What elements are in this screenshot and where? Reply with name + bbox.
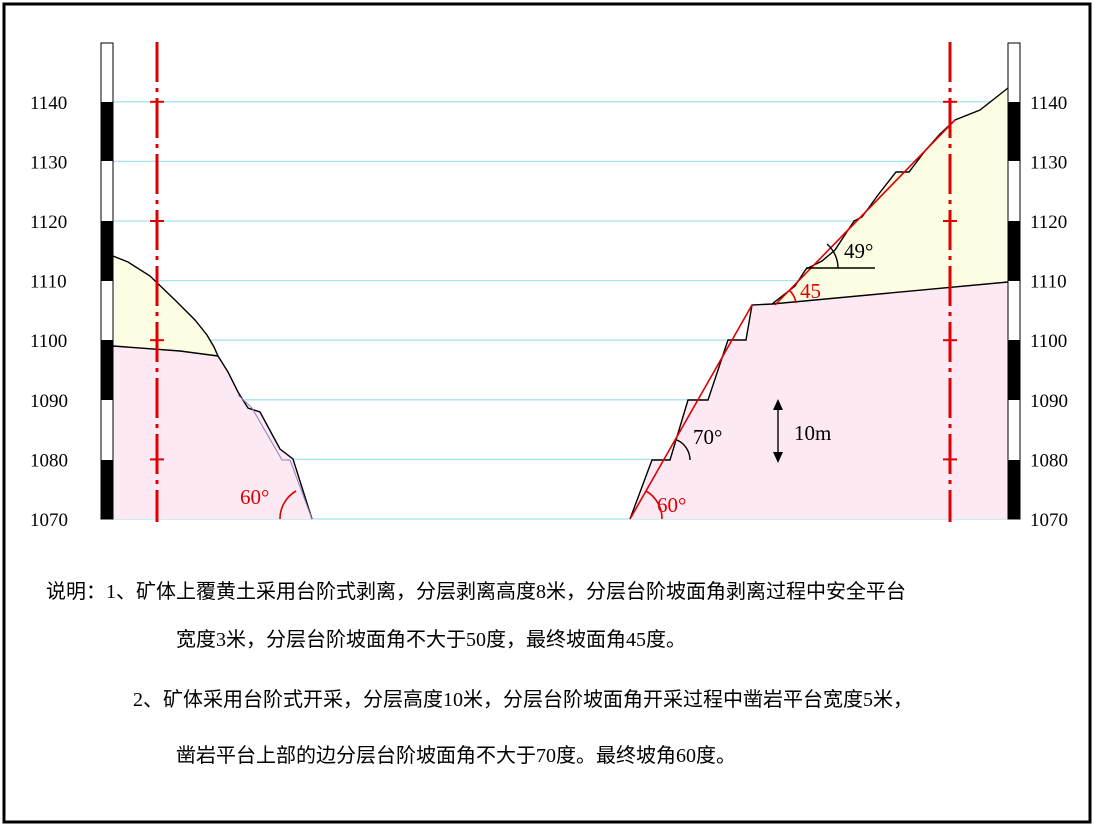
left-tick-label: 1130 [30, 152, 67, 173]
right-loess-rock-boundary [771, 281, 1009, 305]
left-tick-label: 1070 [30, 510, 68, 531]
right-49-angle-arc [826, 243, 839, 269]
left-tick-label: 1140 [30, 93, 67, 114]
right-final-slope-60 [629, 304, 753, 520]
left-tick-label: 1090 [30, 391, 68, 412]
right-elevation-labels: 1070 1080 1090 1100 1110 1120 1130 1140 [1030, 93, 1068, 531]
right-tick-label: 1140 [1030, 93, 1067, 114]
right-70-angle-arc [676, 439, 691, 461]
right-tick-label: 1090 [1030, 391, 1068, 412]
right-49-angle-label: 49° [844, 239, 873, 263]
left-bench-trace [237, 394, 313, 520]
bench-height-arrow [773, 399, 783, 463]
right-scale-bar [1007, 42, 1021, 520]
right-final-slope-45 [774, 119, 956, 306]
right-70-angle-label: 70° [693, 425, 722, 449]
left-tick-label: 1080 [30, 450, 68, 471]
left-60-angle-label: 60° [240, 485, 269, 509]
left-elevation-labels: 1070 1080 1090 1100 1110 1120 1130 1140 [30, 93, 68, 531]
bench-height-label: 10m [794, 421, 831, 445]
left-tick-label: 1100 [30, 331, 67, 352]
axis-cross-marks [150, 100, 957, 461]
right-tick-label: 1100 [1030, 331, 1067, 352]
left-loess-rock-boundary [112, 345, 219, 357]
note-line-4: 凿岩平台上部的边分层台阶坡面角不大于70度。最终坡角60度。 [176, 745, 736, 767]
left-tick-label: 1120 [30, 212, 67, 233]
left-rock-layer [113, 346, 312, 519]
note-line-1: 说明：1、矿体上覆黄土采用台阶式剥离，分层剥离高度8米，分层台阶坡面角剥离过程中… [46, 581, 906, 603]
note-line-3: 2、矿体采用台阶式开采，分层高度10米，分层台阶坡面角开采过程中凿岩平台宽度5米… [133, 689, 913, 711]
left-scale-bar [100, 42, 114, 520]
right-60-angle-arc [645, 490, 663, 520]
right-45-angle-arc [788, 289, 797, 304]
right-tick-label: 1120 [1030, 212, 1067, 233]
right-tick-label: 1110 [1030, 272, 1067, 293]
note-line-2: 宽度3米，分层台阶坡面角不大于50度，最终坡面角45度。 [176, 629, 686, 651]
right-45-angle-label: 45 [800, 279, 821, 303]
right-60-angle-label: 60° [657, 493, 686, 517]
right-tick-label: 1070 [1030, 510, 1068, 531]
right-rock-layer [630, 282, 1008, 519]
left-loess-layer [113, 256, 218, 356]
right-tick-label: 1130 [1030, 152, 1067, 173]
left-60-angle-arc [279, 490, 297, 520]
left-tick-label: 1110 [30, 272, 67, 293]
right-tick-label: 1080 [1030, 450, 1068, 471]
